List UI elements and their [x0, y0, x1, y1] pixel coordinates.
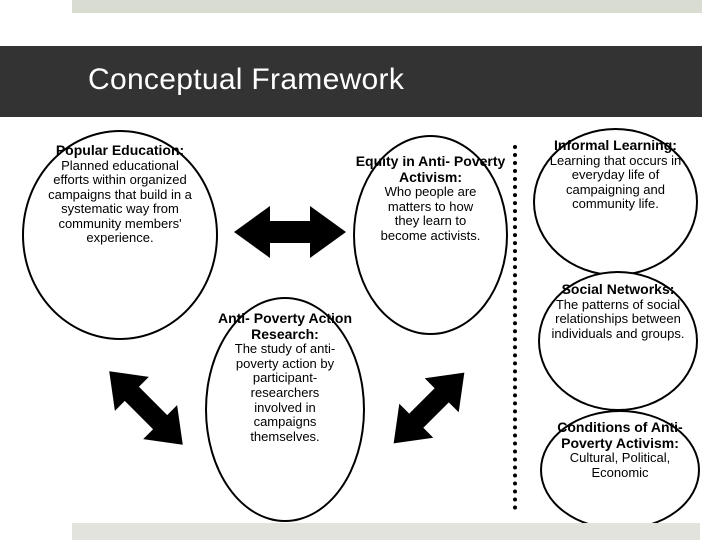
- node-anti-poverty-action-research: Anti- Poverty Action Research: The study…: [205, 297, 365, 522]
- node-popular-education-body: Planned educational efforts within organ…: [48, 157, 192, 246]
- double-headed-arrow-diagonal-ne-sw-icon: [393, 372, 465, 444]
- double-headed-arrow-diagonal-nw-se-icon: [109, 371, 183, 445]
- node-informal-learning-body: Learning that occurs in everyday life of…: [549, 152, 682, 212]
- node-social-networks: Social Networks: The patterns of social …: [538, 271, 698, 411]
- bottom-accent-bar: [72, 523, 700, 540]
- node-action-research-body: The study of anti-poverty action by part…: [234, 341, 336, 444]
- node-social-networks-body: The patterns of social relationships bet…: [551, 296, 685, 341]
- node-popular-education-heading: Popular Education:: [55, 142, 185, 158]
- top-accent-bar: [72, 0, 702, 13]
- node-equity-heading: Equity in Anti- Poverty Activism:: [355, 153, 506, 185]
- node-social-networks-heading: Social Networks:: [561, 281, 675, 297]
- node-popular-education: Popular Education: Planned educational e…: [22, 130, 218, 340]
- double-headed-arrow-horizontal-icon: [234, 206, 346, 258]
- node-conditions-heading: Conditions of Anti- Poverty Activism:: [557, 419, 683, 451]
- node-conditions-body: Cultural, Political, Economic: [569, 450, 671, 480]
- node-equity-in-anti-poverty-activism: Equity in Anti- Poverty Activism: Who pe…: [353, 135, 508, 335]
- page-title: Conceptual Framework: [88, 63, 405, 96]
- node-informal-learning-heading: Informal Learning:: [554, 137, 677, 153]
- node-conditions-of-anti-poverty-activism: Conditions of Anti- Poverty Activism: Cu…: [540, 410, 700, 530]
- vertical-dotted-divider: [513, 145, 517, 510]
- title-band: [0, 46, 702, 117]
- node-equity-body: Who people are matters to how they learn…: [380, 184, 481, 243]
- node-action-research-heading: Anti- Poverty Action Research:: [217, 310, 353, 342]
- node-informal-learning: Informal Learning: Learning that occurs …: [533, 128, 698, 276]
